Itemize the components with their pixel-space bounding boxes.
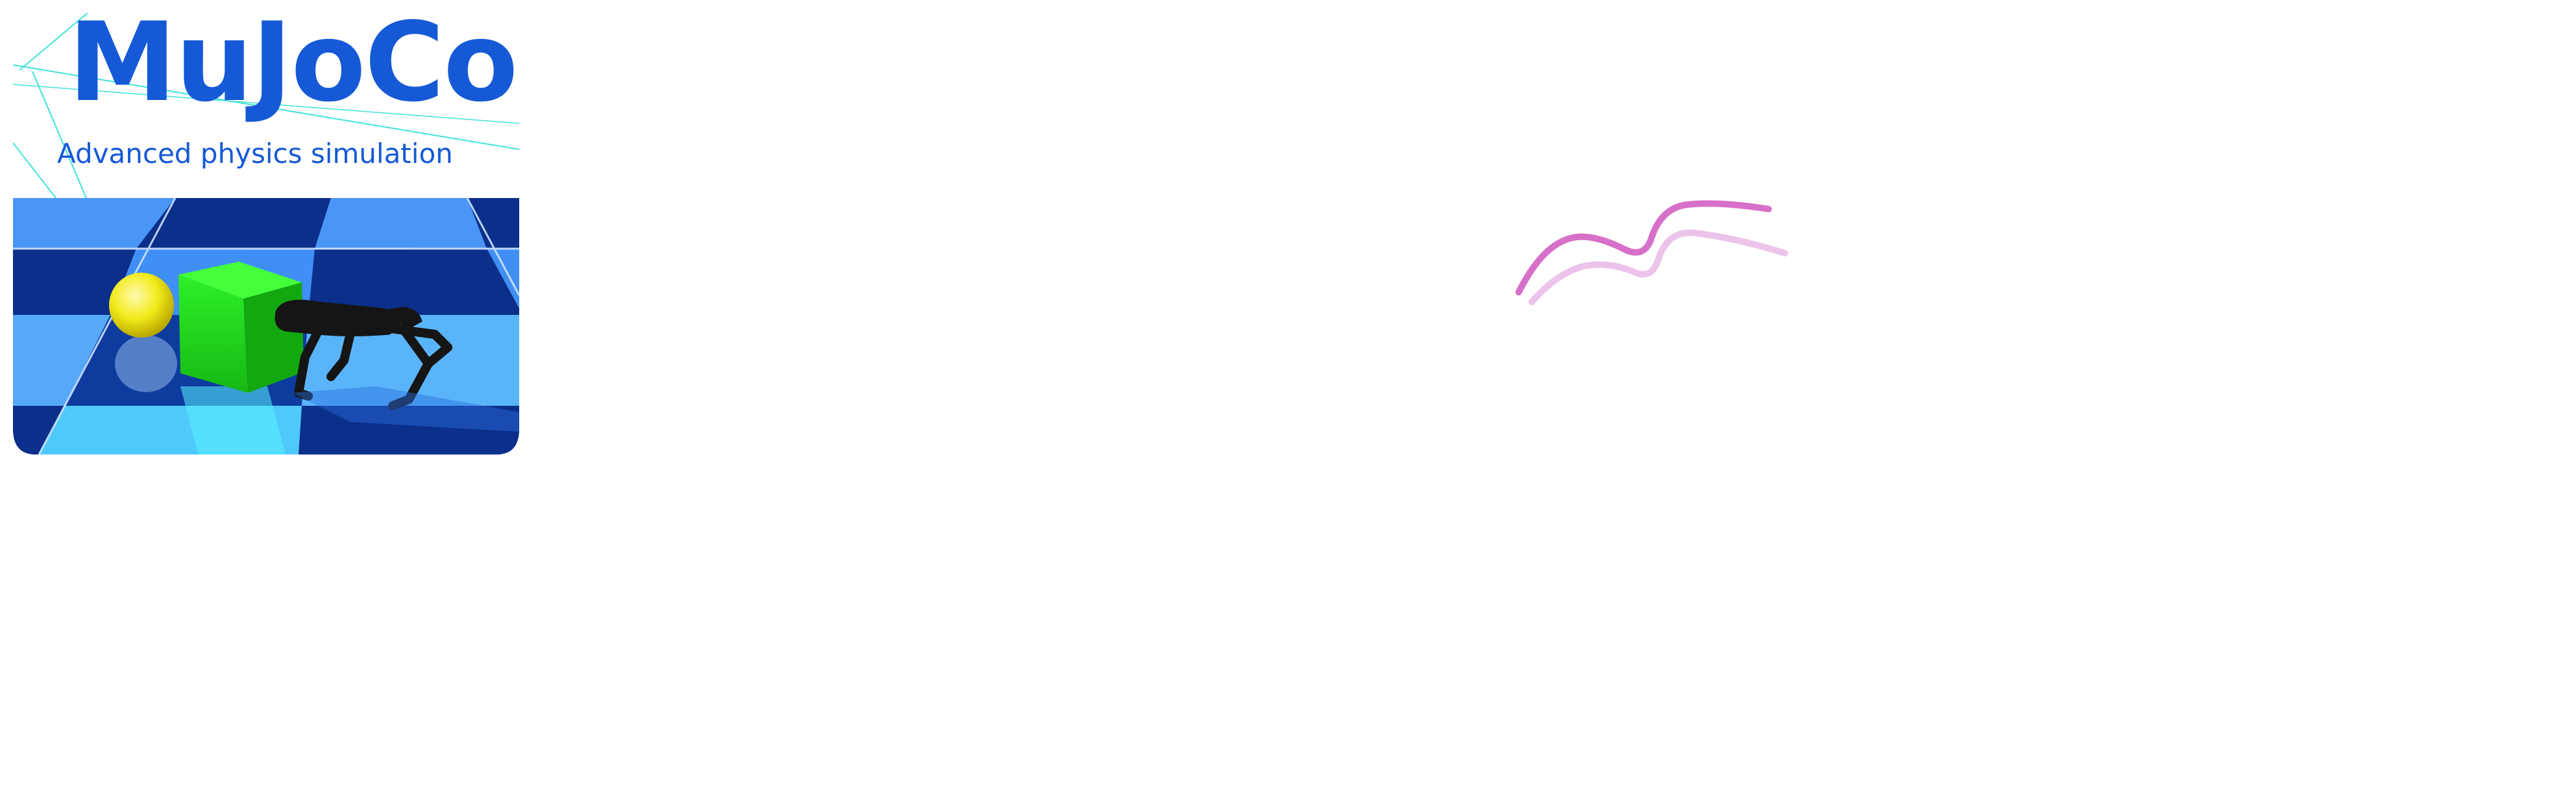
squiggle-shadow-line [1528,229,1788,305]
floor-tile [13,198,175,249]
yellow-ball [109,273,174,338]
floor-tile [467,198,519,249]
floor-tile [13,249,136,315]
robot-dog [275,299,452,410]
squiggle-line [1515,200,1772,295]
floor-tile [308,249,519,315]
squiggle-decoration [1515,200,1788,305]
logo-subtitle: Advanced physics simulation [57,138,453,169]
floor-tile [302,315,519,406]
floor-tile [136,198,331,249]
mujoco-logo: MuJoCo Advanced physics simulation [13,13,519,454]
floor-tile [315,198,487,249]
green-box-top [178,262,302,299]
green-box-front [178,275,248,393]
floor-tile [13,406,65,454]
accent-lines [13,13,519,202]
floor-tile [13,315,110,406]
simulation-scene-image [13,198,519,454]
logo-title: MuJoCo [68,13,518,126]
floor-tile [299,406,519,454]
